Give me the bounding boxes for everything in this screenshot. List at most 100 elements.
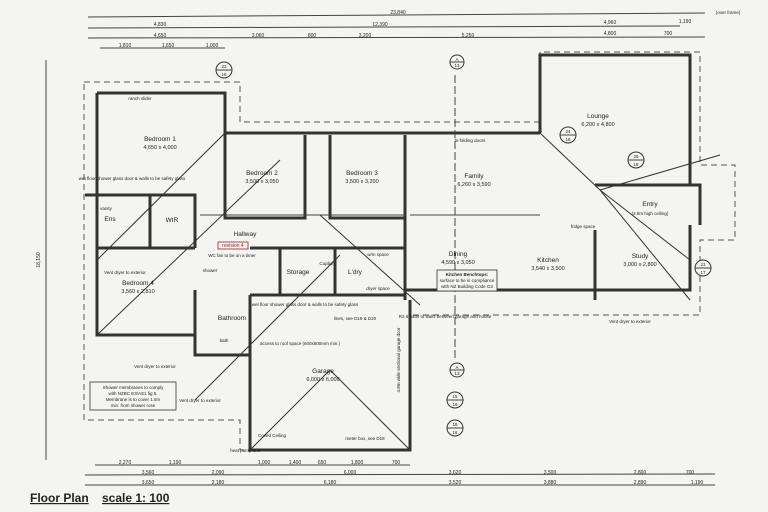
dim: 3,200: [359, 33, 372, 39]
svg-text:25: 25: [633, 154, 639, 159]
dim-overall: 23,840: [390, 10, 406, 16]
dim: 3,060: [252, 33, 265, 39]
note-text: wet floor shower glass door & walls to b…: [252, 302, 359, 307]
svg-text:16: 16: [452, 402, 458, 407]
note-text: Vent dryer to exterior: [179, 398, 221, 403]
svg-text:16: 16: [452, 430, 458, 435]
note-text: with NZBC E3/AS1 fig 5.: [108, 391, 157, 396]
room-note: (2.8m high ceiling): [632, 211, 669, 216]
note-text: Shower membranes to comply: [103, 385, 165, 390]
room-size: 3,500 x 3,200: [345, 179, 378, 185]
svg-text:17: 17: [700, 270, 706, 275]
room-size: 4,590 x 3,050: [441, 260, 474, 266]
dim: 1,800: [351, 460, 364, 466]
note-text: Vent dryer to exterior: [104, 270, 146, 275]
dim: 3,620: [449, 470, 462, 476]
plan-title: Floor Plan: [30, 491, 89, 505]
shower-note-box: [89, 381, 177, 411]
dim: 1,400: [289, 460, 302, 466]
room-bedroom1: Bedroom 1: [144, 136, 176, 143]
room-size: 3,500 x 3,050: [245, 179, 278, 185]
dim: 3,520: [449, 480, 462, 486]
note-text: shower: [203, 268, 218, 273]
room-labels: Bedroom 1 4,650 x 4,000 Bedroom 2 3,500 …: [104, 113, 668, 383]
dim: 700: [664, 31, 673, 37]
room-entry: Entry: [642, 201, 658, 208]
walls: [85, 53, 702, 452]
note-text: ranch slider: [128, 96, 152, 101]
dim: 6,180: [324, 480, 337, 486]
room-size: 3,540 x 3,500: [531, 266, 564, 272]
bottom-dimensions: 2,270 1,190 1,000 1,400 650 1,800 700 3,…: [84, 460, 716, 486]
note-text: bath: [220, 338, 229, 343]
dim: 1,810: [119, 43, 132, 49]
note-text: Membrane is to cover 1.5m: [106, 397, 161, 402]
svg-text:18: 18: [221, 72, 227, 77]
dim: 1,190: [691, 480, 704, 486]
dim: 1,000: [258, 460, 271, 466]
room-hallway: Hallway: [234, 231, 258, 238]
dim: 3,880: [544, 480, 557, 486]
note-text: with NZ Building Code G3: [441, 284, 493, 289]
note-text: bi-folding doors: [455, 138, 487, 143]
dim: 4,650: [154, 33, 167, 39]
dim: 18,150: [36, 252, 42, 268]
room-ensuite: Ens: [104, 216, 116, 223]
kitchen-note-box: [436, 269, 498, 292]
note-text: Cupbd: [319, 261, 333, 266]
room-garage: Garage: [312, 368, 334, 375]
room-bedroom3: Bedroom 3: [346, 170, 378, 177]
note-text: surface to be in compliance: [440, 278, 495, 283]
note-text: meter box, see D18: [345, 436, 385, 441]
svg-text:A: A: [455, 57, 458, 62]
room-size: 4,650 x 4,000: [143, 145, 176, 151]
dim: 650: [318, 460, 327, 466]
annotations: Shower membranes to comply with NZBC E3/…: [79, 96, 652, 453]
roof-lines: [96, 75, 721, 451]
section-marker: A13: [449, 362, 465, 378]
note-text: min. from shower rose: [111, 403, 156, 408]
svg-text:13: 13: [454, 63, 460, 68]
svg-text:15: 15: [452, 394, 458, 399]
svg-text:16: 16: [452, 422, 458, 427]
dim: 2,890: [634, 480, 647, 486]
dim: 800: [308, 33, 317, 39]
note-text: Kitchen Benchtops:: [446, 272, 489, 277]
svg-text:24: 24: [565, 129, 571, 134]
room-wir: WIR: [166, 217, 179, 224]
dim: 6,000: [344, 470, 357, 476]
room-size: 3,000 x 2,800: [623, 262, 656, 268]
dim: 3,500: [544, 470, 557, 476]
plan-scale: scale 1: 100: [102, 491, 170, 505]
note-text: Coved Ceiling: [258, 433, 287, 438]
room-dining: Dining: [449, 251, 468, 258]
room-bedroom4: Bedroom 4: [122, 280, 154, 287]
note-text: lines, see D19 & D20: [334, 316, 377, 321]
note-text: Vent dryer to exterior: [134, 364, 176, 369]
room-storage: Storage: [287, 269, 310, 276]
top-dimensions: 23,840 4,830 12,390 4,960 1,190 4,650 3,…: [36, 10, 741, 460]
note-text: Vent dryer to exterior: [609, 319, 651, 324]
note-text: heat pump unit: [230, 448, 261, 453]
dim: 12,390: [372, 22, 388, 28]
dim: 4,800: [604, 31, 617, 37]
dim: 1,650: [162, 43, 175, 49]
dim: 1,190: [679, 19, 692, 25]
room-laundry: L'dry: [348, 269, 363, 276]
note-text: WC fan to be on a timer: [208, 253, 256, 258]
note-text: vanity: [100, 206, 113, 211]
room-lounge: Lounge: [587, 113, 609, 120]
dim: 1,190: [169, 460, 182, 466]
dim: 4,830: [154, 22, 167, 28]
note-text: wet floor shower glass door & walls to b…: [79, 176, 186, 181]
room-bedroom2: Bedroom 2: [246, 170, 278, 177]
room-family: Family: [464, 173, 484, 180]
dim: 1,000: [206, 43, 219, 49]
room-size: 6,200 x 4,800: [581, 122, 614, 128]
